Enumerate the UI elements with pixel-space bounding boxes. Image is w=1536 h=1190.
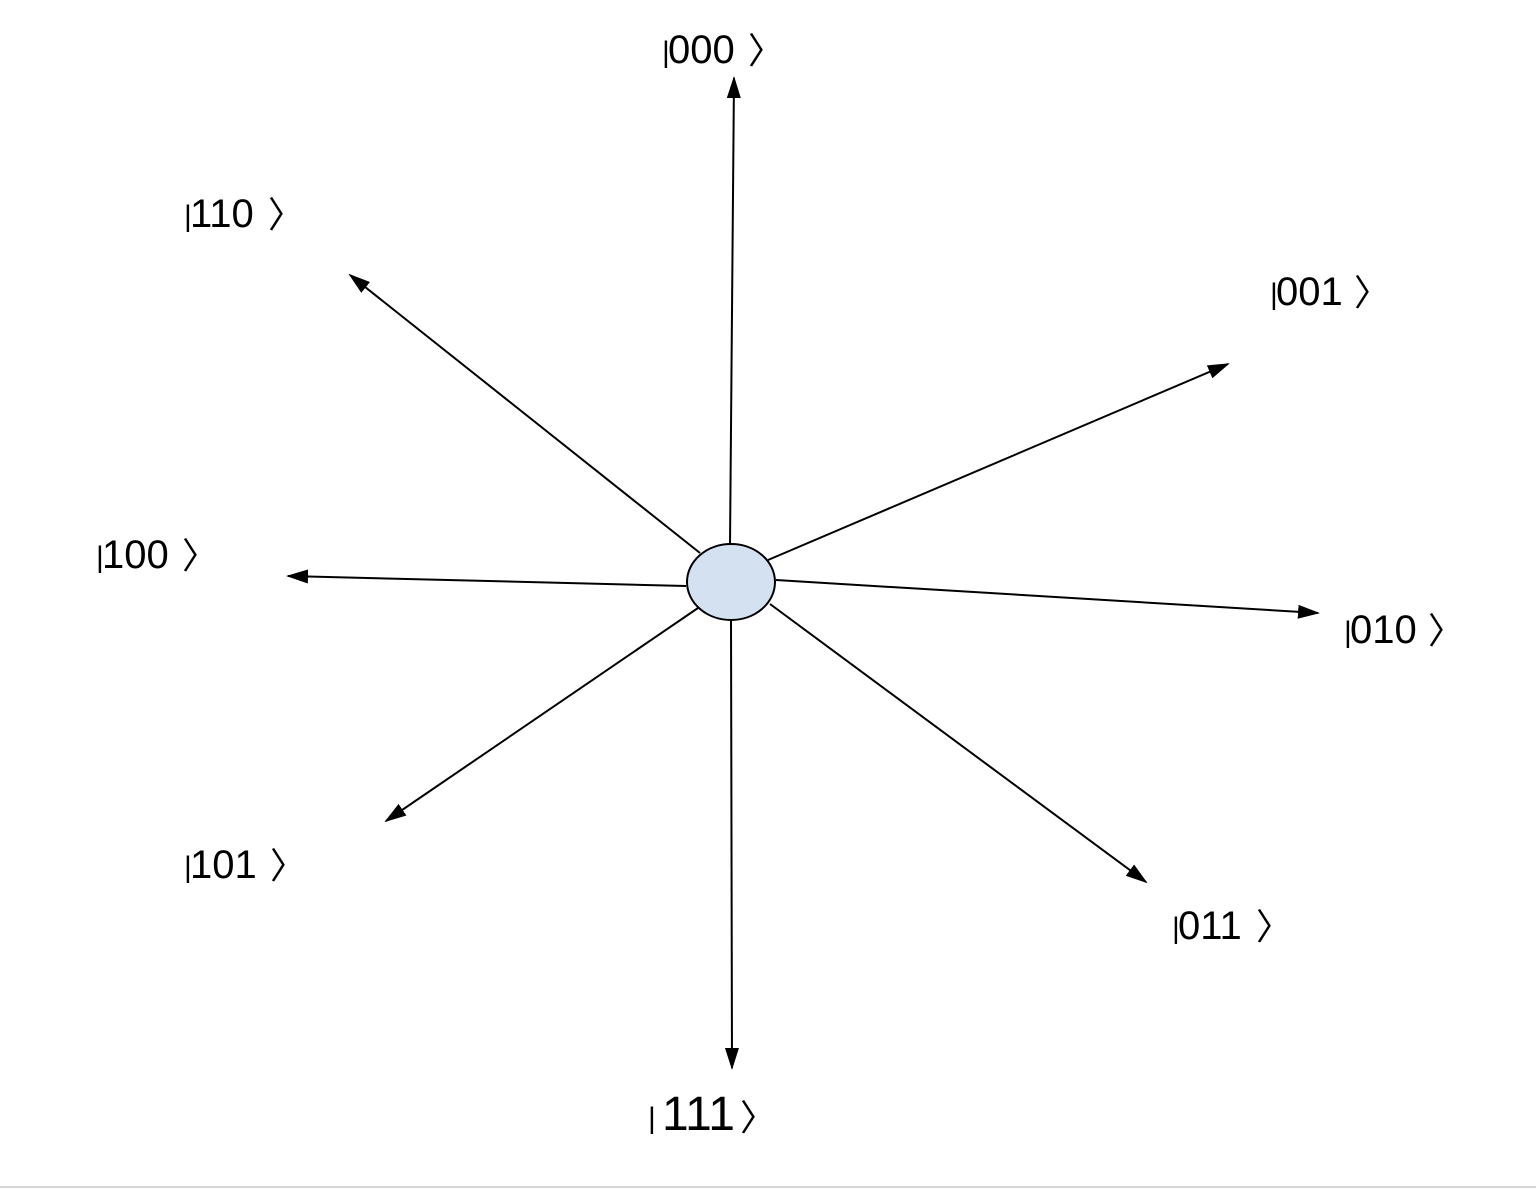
state-labels: | 000 〉 | 001 〉 | 010 〉 | 011 〉 | 111 〉 … — [96, 28, 1464, 1141]
ket-bar: | — [184, 851, 192, 884]
arrow-011 — [769, 603, 1148, 884]
ket-bar: | — [96, 541, 104, 574]
ket-angle: 〉 — [270, 846, 306, 887]
ket-angle: 〉 — [1354, 273, 1390, 314]
ket-angle: 〉 — [1256, 907, 1292, 948]
center-node — [686, 543, 776, 621]
ket-label-000: | 000 〉 — [662, 28, 784, 72]
arrow-010 — [775, 579, 1320, 619]
ket-bar: | — [184, 200, 192, 233]
arrow-110 — [348, 273, 701, 554]
ket-label-010: | 010 〉 — [1344, 608, 1464, 652]
ket-angle: 〉 — [268, 195, 304, 236]
ket-bar: | — [1172, 912, 1180, 945]
ket-label-111: | 111 〉 — [648, 1088, 776, 1141]
ket-bar: | — [1344, 616, 1352, 649]
arrow-001 — [767, 363, 1230, 561]
ket-label-100: | 100 〉 — [96, 533, 218, 577]
ket-angle: 〉 — [740, 1098, 776, 1139]
ket-value-010: 010 — [1350, 608, 1417, 652]
ket-bar: | — [1270, 278, 1278, 311]
ket-bar: | — [648, 1102, 656, 1135]
arrow-000 — [726, 76, 741, 546]
ket-label-110: | 110 〉 — [184, 192, 304, 236]
arrow-111 — [724, 619, 739, 1070]
ket-value-100: 100 — [102, 533, 169, 577]
ket-value-000: 000 — [668, 28, 735, 72]
ket-label-101: | 101 〉 — [184, 843, 306, 887]
arrow-100 — [286, 569, 687, 587]
ket-angle: 〉 — [182, 536, 218, 577]
ket-bar: | — [662, 36, 670, 69]
ket-value-110: 110 — [190, 192, 254, 236]
ket-label-001: | 001 〉 — [1270, 270, 1390, 314]
ket-angle: 〉 — [1428, 611, 1464, 652]
bottom-divider — [0, 1186, 1536, 1188]
arrows — [286, 76, 1320, 1070]
ket-value-111: 111 — [662, 1088, 735, 1141]
ket-value-011: 011 — [1178, 904, 1242, 948]
ket-label-011: | 011 〉 — [1172, 904, 1292, 948]
ket-angle: 〉 — [748, 31, 784, 72]
ket-value-001: 001 — [1276, 270, 1343, 314]
ket-value-101: 101 — [190, 843, 257, 887]
arrow-101 — [384, 607, 699, 823]
